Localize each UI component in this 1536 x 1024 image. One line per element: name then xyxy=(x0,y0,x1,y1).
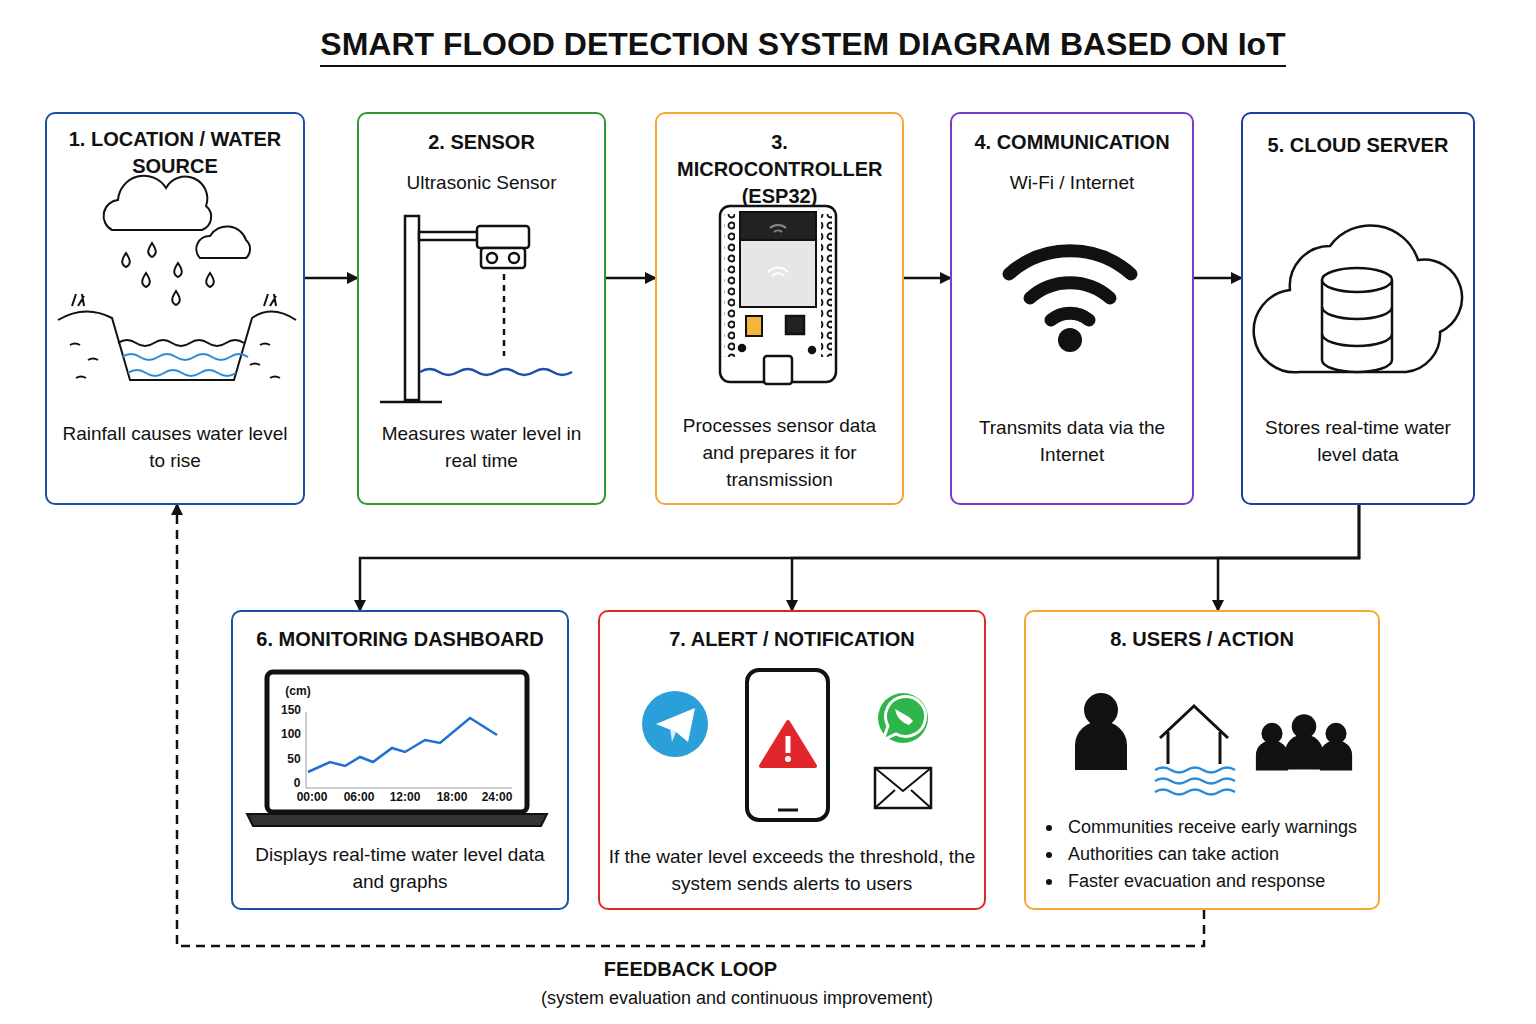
body-text: Transmits data via the Internet xyxy=(960,414,1184,468)
flow-arrow xyxy=(792,505,1359,610)
bullet-text: Communities receive early warnings xyxy=(1068,814,1372,841)
body-text: Processes sensor data and prepares it fo… xyxy=(665,412,894,493)
esp32-board xyxy=(720,206,836,384)
heading-text: 7. ALERT / NOTIFICATION xyxy=(608,626,976,653)
chart-axis-label: 00:00 xyxy=(297,790,328,804)
heading-text: 4. COMMUNICATION xyxy=(960,129,1184,156)
chart-axis-label: 150 xyxy=(281,703,301,717)
chart-axis-label: 18:00 xyxy=(437,790,468,804)
subtitle-text: Wi-Fi / Internet xyxy=(960,169,1184,196)
heading-text: 5. CLOUD SERVER xyxy=(1251,132,1465,159)
bullet-text: Faster evacuation and response xyxy=(1068,868,1372,895)
body-text: If the water level exceeds the threshold… xyxy=(608,843,976,897)
laptop-chart xyxy=(247,672,547,826)
step-box: 4. COMMUNICATION Wi-Fi / InternetTransmit… xyxy=(950,112,1194,505)
heading-text: 2. SENSOR xyxy=(367,129,596,156)
bullet-dot xyxy=(1046,825,1052,831)
rain-scene xyxy=(58,176,296,380)
bullet-dot xyxy=(1046,879,1052,885)
edge-label: FEEDBACK LOOP xyxy=(600,958,781,981)
diagram-title: SMART FLOOD DETECTION SYSTEM DIAGRAM BAS… xyxy=(320,26,1285,67)
step-box: 1. LOCATION / WATER SOURCE Rainfall cause… xyxy=(45,112,305,505)
step-box: 8. USERS / ACTION Communities receive ear… xyxy=(1024,610,1380,910)
step-box: 2. SENSOR Ultrasonic SensorMeasures water… xyxy=(357,112,606,505)
chart-axis-label: 24:00 xyxy=(482,790,513,804)
chart-axis-label: 100 xyxy=(281,727,301,741)
heading-text: 6. MONITORING DASHBOARD xyxy=(241,626,559,653)
people-house xyxy=(1075,693,1352,795)
flow-arrow xyxy=(360,505,1359,610)
bullet-dot xyxy=(1046,852,1052,858)
heading-text: 8. USERS / ACTION xyxy=(1034,626,1370,653)
flow-arrow xyxy=(904,277,950,280)
feedback-connector xyxy=(177,505,1204,946)
wifi-symbol xyxy=(1009,251,1131,352)
chart-axis-label: 50 xyxy=(287,752,300,766)
step-box: 7. ALERT / NOTIFICATION If the water leve… xyxy=(598,610,986,910)
alert-icons xyxy=(642,670,931,820)
flow-arrow xyxy=(1194,277,1241,280)
chart-axis-label: 12:00 xyxy=(390,790,421,804)
ultrasonic-sensor xyxy=(380,216,572,402)
body-text: Displays real-time water level data and … xyxy=(241,841,559,895)
step-box: 5. CLOUD SERVER Stores real-time water le… xyxy=(1241,112,1475,505)
body-text: Rainfall causes water level to rise xyxy=(55,420,295,474)
step-box: 6. MONITORING DASHBOARD Displays real-tim… xyxy=(231,610,569,910)
body-text: Measures water level in real time xyxy=(367,420,596,474)
heading-text: 1. LOCATION / WATER SOURCE xyxy=(67,126,283,180)
chart-axis-label: 0 xyxy=(294,776,301,790)
flow-arrow xyxy=(606,277,655,280)
bullet-text: Authorities can take action xyxy=(1068,841,1372,868)
flow-arrow xyxy=(305,277,357,280)
cloud-database xyxy=(1254,225,1462,372)
chart-axis-label: (cm) xyxy=(285,684,310,698)
subtitle-text: Ultrasonic Sensor xyxy=(367,169,596,196)
flow-arrow xyxy=(1218,505,1359,610)
heading-text: 3. MICROCONTROLLER (ESP32) xyxy=(677,129,882,210)
body-text: Stores real-time water level data xyxy=(1251,414,1465,468)
feedback-caption: (system evaluation and continuous improv… xyxy=(541,988,933,1009)
step-box: 3. MICROCONTROLLER (ESP32) Processes sens… xyxy=(655,112,904,505)
chart-axis-label: 06:00 xyxy=(344,790,375,804)
